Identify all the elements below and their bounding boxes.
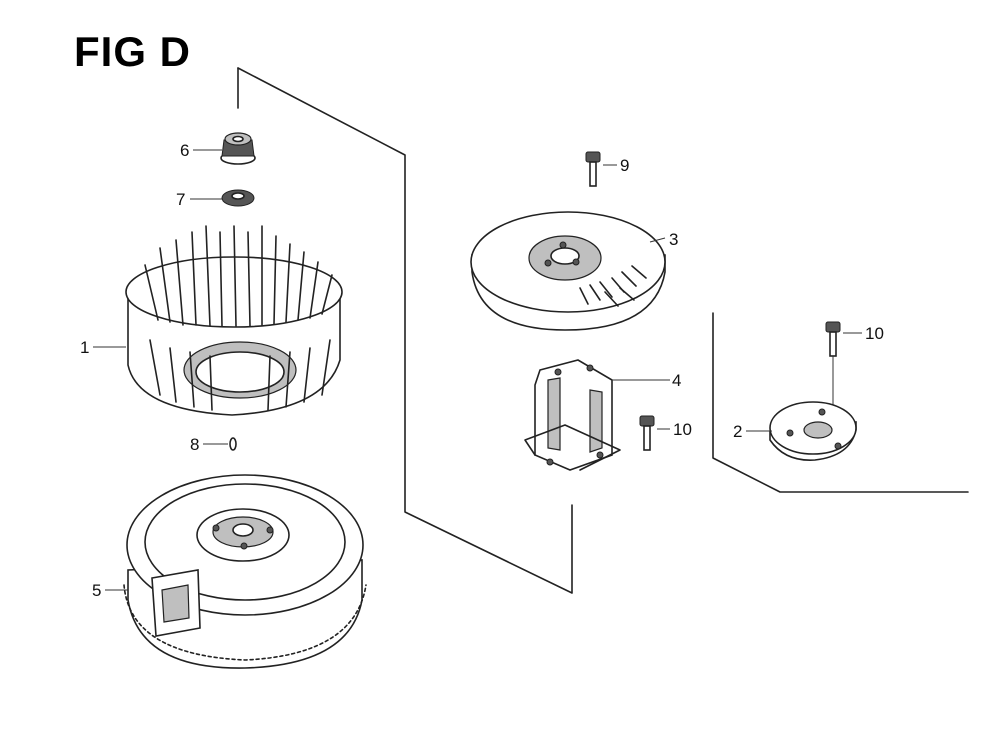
bolt-icon xyxy=(639,415,655,451)
callout-10-bracket: 10 xyxy=(673,420,692,439)
callout-labels: 1 2 3 4 5 6 7 8 9 10 10 xyxy=(80,141,884,600)
callout-5: 5 xyxy=(92,581,101,600)
callout-8: 8 xyxy=(190,435,199,454)
woodruff-key-icon xyxy=(229,437,237,451)
flange-nut-icon xyxy=(220,132,256,165)
callout-1: 1 xyxy=(80,338,89,357)
washer-icon xyxy=(221,189,255,207)
callout-7: 7 xyxy=(176,190,185,209)
pulley-plate-icon xyxy=(769,401,857,461)
figure-title: FIG D xyxy=(74,28,191,75)
callout-6: 6 xyxy=(180,141,189,160)
callout-4: 4 xyxy=(672,371,681,390)
callout-10-plate: 10 xyxy=(865,324,884,343)
bolt-icon xyxy=(825,321,841,408)
bolt-icon xyxy=(585,151,601,187)
flywheel-icon xyxy=(123,474,367,669)
starter-pulley-icon xyxy=(470,211,666,331)
assembly-bracket-lines xyxy=(237,67,969,594)
callout-3: 3 xyxy=(669,230,678,249)
callout-leaders xyxy=(93,149,862,591)
callout-9: 9 xyxy=(620,156,629,175)
callout-2: 2 xyxy=(733,422,742,441)
starter-bracket-icon xyxy=(524,359,621,471)
cooling-fan-icon xyxy=(125,225,343,416)
